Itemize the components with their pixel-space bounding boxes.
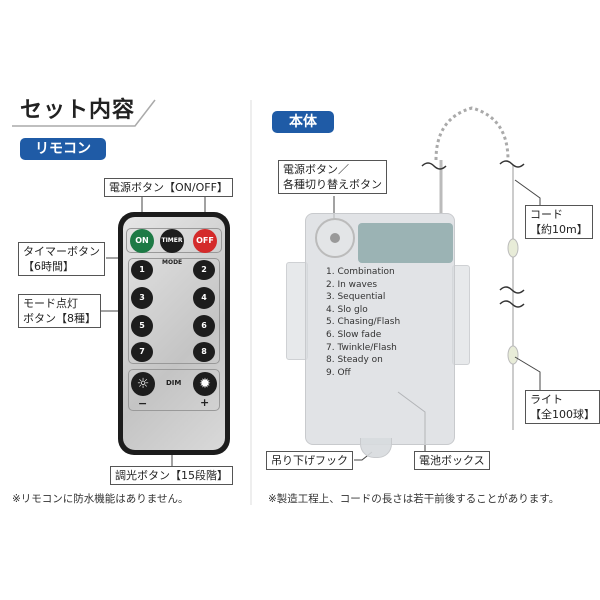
mode-button-label: モード点灯ボタン【8種】	[18, 294, 101, 328]
mode-button-6: 6	[193, 315, 215, 337]
mode-button-7: 7	[131, 342, 153, 362]
timer-label-line2: 【6時間】	[23, 260, 74, 273]
mode-button-4: 4	[193, 287, 215, 309]
plus-text: +	[200, 396, 210, 409]
mode-label-line1: モード点灯	[23, 297, 78, 310]
remote-badge: リモコン	[20, 138, 106, 160]
remote-note: ※リモコンに防水機能はありません。	[12, 493, 189, 505]
circuit-board	[358, 223, 453, 263]
battery-label: 電池ボックス	[414, 451, 490, 470]
off-button: OFF	[193, 229, 217, 253]
minus-text: −	[138, 397, 148, 410]
power-button-label: 電源ボタン【ON/OFF】	[104, 178, 233, 197]
section-title: セット内容	[20, 98, 136, 123]
mode-item: 1. Combination	[326, 267, 395, 277]
unit-power-line1: 電源ボタン／	[283, 163, 349, 176]
mode-item: 9. Off	[326, 367, 351, 378]
mode-button-1: 1	[131, 260, 153, 280]
light-line2: 【全100球】	[530, 408, 595, 421]
mode-list: 1. Combination 2. In waves 3. Sequential…	[326, 266, 400, 379]
timer-button: TIMER	[160, 229, 184, 253]
dim-button-label: 調光ボタン【15段階】	[110, 466, 233, 485]
cord-label: コード【約10m】	[525, 205, 593, 239]
unit-badge: 本体	[272, 111, 334, 133]
dim-text: DIM	[166, 379, 182, 387]
mode-button-8: 8	[193, 342, 215, 362]
unit-note: ※製造工程上、コードの長さは若干前後することがあります。	[268, 493, 560, 505]
timer-label-line1: タイマーボタン	[23, 245, 100, 258]
mode-text: MODE	[162, 259, 183, 266]
cord-line2: 【約10m】	[530, 223, 588, 236]
cord-line1: コード	[530, 208, 563, 221]
mode-item: 3. Sequential	[326, 292, 386, 303]
mode-item: 2. In waves	[326, 279, 378, 290]
on-button: ON	[130, 229, 154, 253]
hook-label: 吊り下げフック	[266, 451, 353, 470]
unit-power-label: 電源ボタン／ 各種切り替えボタン	[278, 160, 387, 194]
dim-up-sun-icon: ✹	[193, 372, 217, 396]
mode-item: 7. Twinkle/Flash	[326, 342, 397, 353]
mode-item: 5. Chasing/Flash	[326, 317, 401, 328]
timer-button-label: タイマーボタン【6時間】	[18, 242, 105, 276]
mode-panel	[128, 258, 220, 364]
mode-item: 4. Slo glo	[326, 304, 368, 315]
light-line1: ライト	[530, 393, 563, 406]
mode-button-5: 5	[131, 315, 153, 337]
mode-label-line2: ボタン【8種】	[23, 312, 96, 325]
unit-power-line2: 各種切り替えボタン	[283, 178, 382, 191]
power-switch	[315, 218, 355, 258]
dim-panel	[128, 369, 220, 411]
mode-item: 6. Slow fade	[326, 329, 382, 340]
mode-button-2: 2	[193, 260, 215, 280]
mode-button-3: 3	[131, 287, 153, 309]
light-label: ライト【全100球】	[525, 390, 600, 424]
dim-down-sun-icon: ☼	[131, 372, 155, 396]
mode-item: 8. Steady on	[326, 355, 383, 366]
